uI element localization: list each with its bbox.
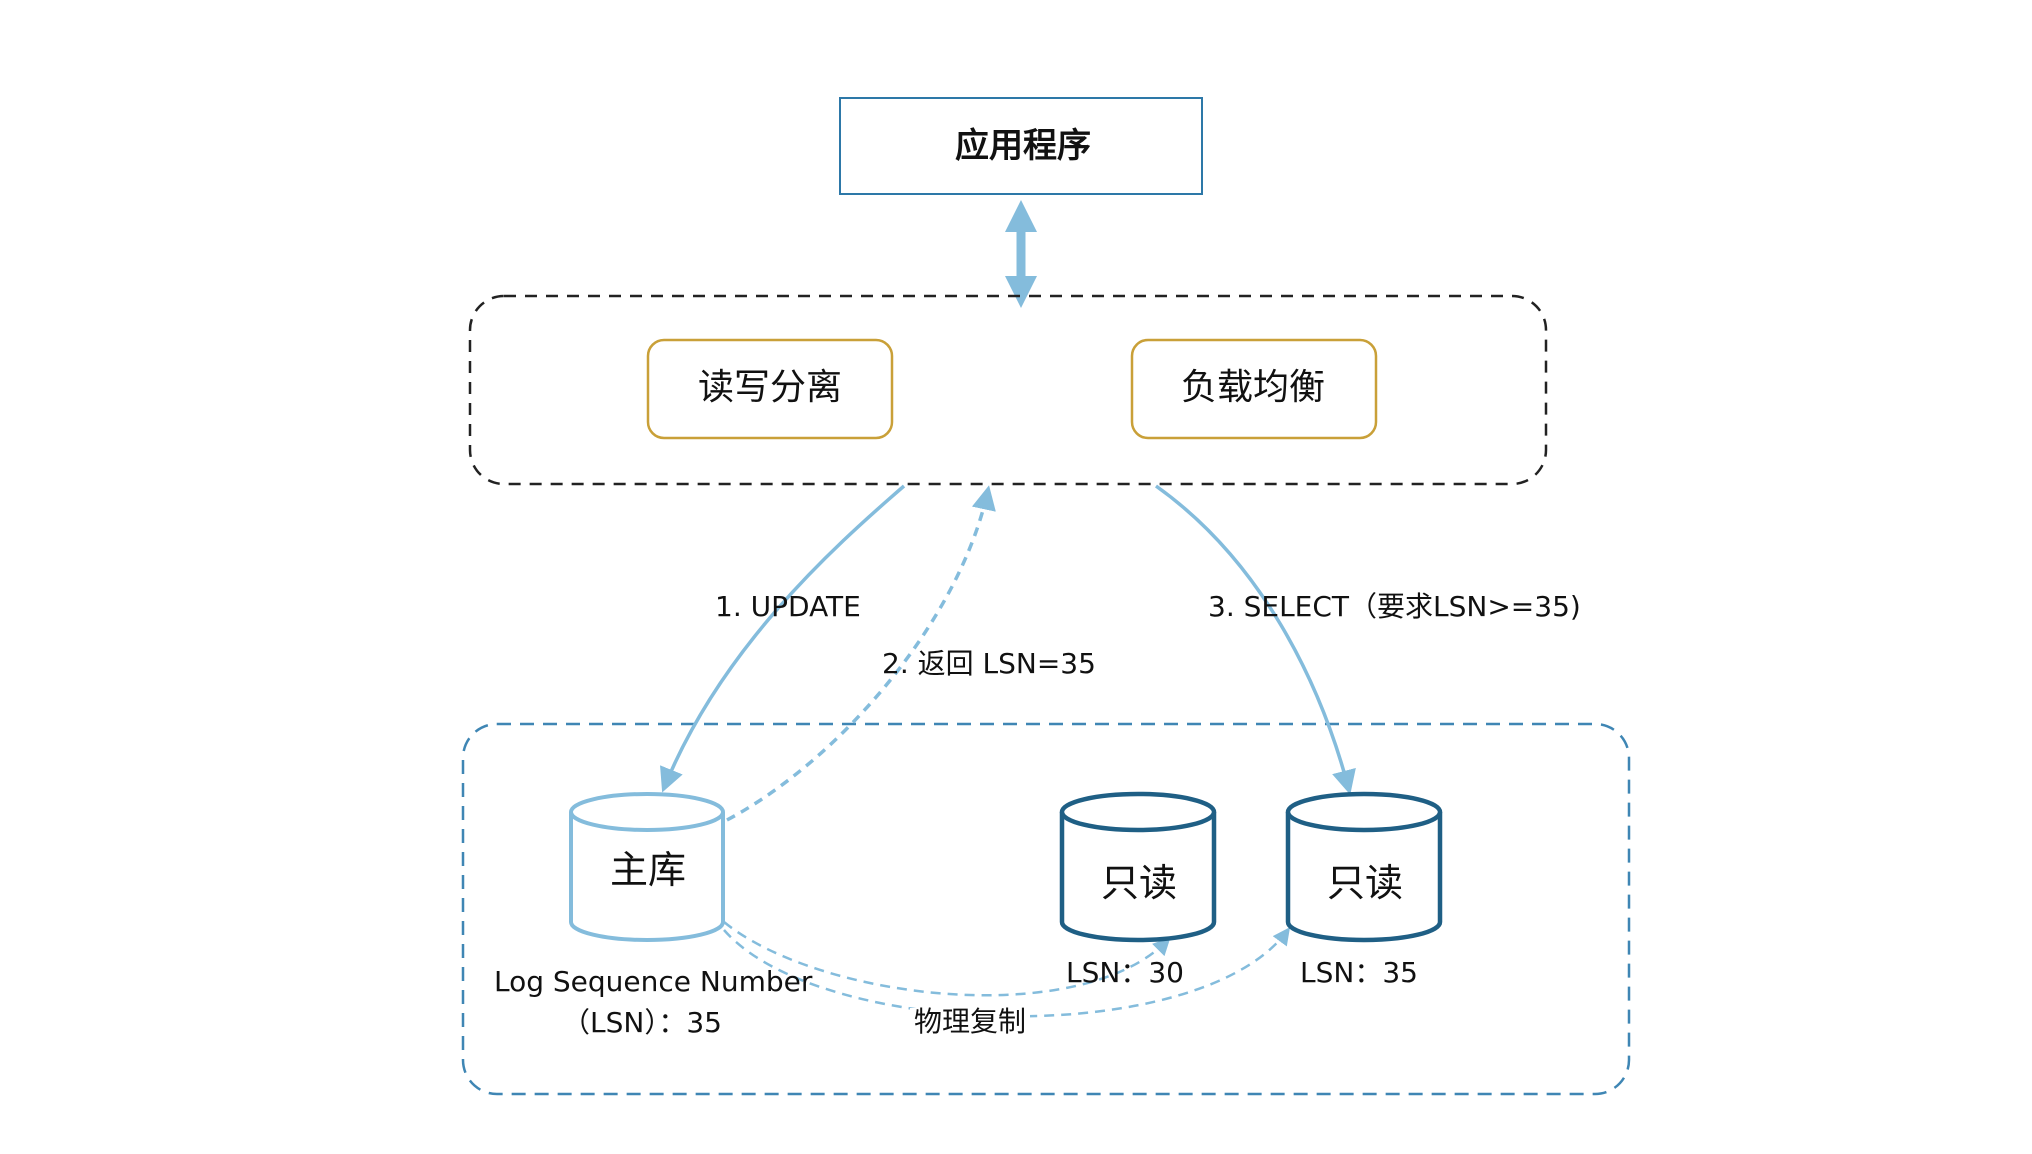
primary-lsn-line2: （LSN）：35 bbox=[562, 1006, 722, 1039]
select-flow-arrow bbox=[1154, 484, 1356, 795]
replica-2-label: 只读 bbox=[1327, 861, 1404, 905]
replica-2-lsn: LSN：35 bbox=[1300, 956, 1418, 989]
replication-label: 物理复制 bbox=[910, 1008, 1031, 1036]
app-proxy-arrow bbox=[1005, 200, 1037, 308]
update-label: 1. UPDATE bbox=[715, 590, 861, 623]
replica-db-cylinder-1 bbox=[1059, 791, 1217, 943]
rw-split-label: 读写分离 bbox=[698, 367, 843, 408]
return-lsn-flow-arrow bbox=[726, 485, 996, 822]
replica-db-cylinder-2 bbox=[1285, 791, 1443, 943]
load-balance-box bbox=[1130, 338, 1378, 440]
replica-1-lsn: LSN：30 bbox=[1066, 956, 1184, 989]
select-label: 3. SELECT（要求LSN>=35) bbox=[1208, 590, 1581, 623]
proxy-container bbox=[468, 294, 1548, 486]
application-label: 应用程序 bbox=[955, 126, 1091, 166]
update-flow-arrow bbox=[660, 484, 906, 793]
replication-arrow-2 bbox=[723, 927, 1291, 1018]
rw-split-box bbox=[646, 338, 894, 440]
db-cluster-container bbox=[461, 722, 1631, 1096]
replication-arrow-1 bbox=[723, 921, 1171, 997]
primary-db-cylinder bbox=[569, 792, 725, 942]
primary-lsn-line1: Log Sequence Number bbox=[494, 965, 813, 998]
return-lsn-label: 2. 返回 LSN=35 bbox=[882, 647, 1096, 680]
application-box bbox=[839, 97, 1203, 195]
primary-db-label: 主库 bbox=[610, 848, 687, 892]
load-balance-label: 负载均衡 bbox=[1181, 367, 1326, 408]
replica-1-label: 只读 bbox=[1101, 861, 1178, 905]
